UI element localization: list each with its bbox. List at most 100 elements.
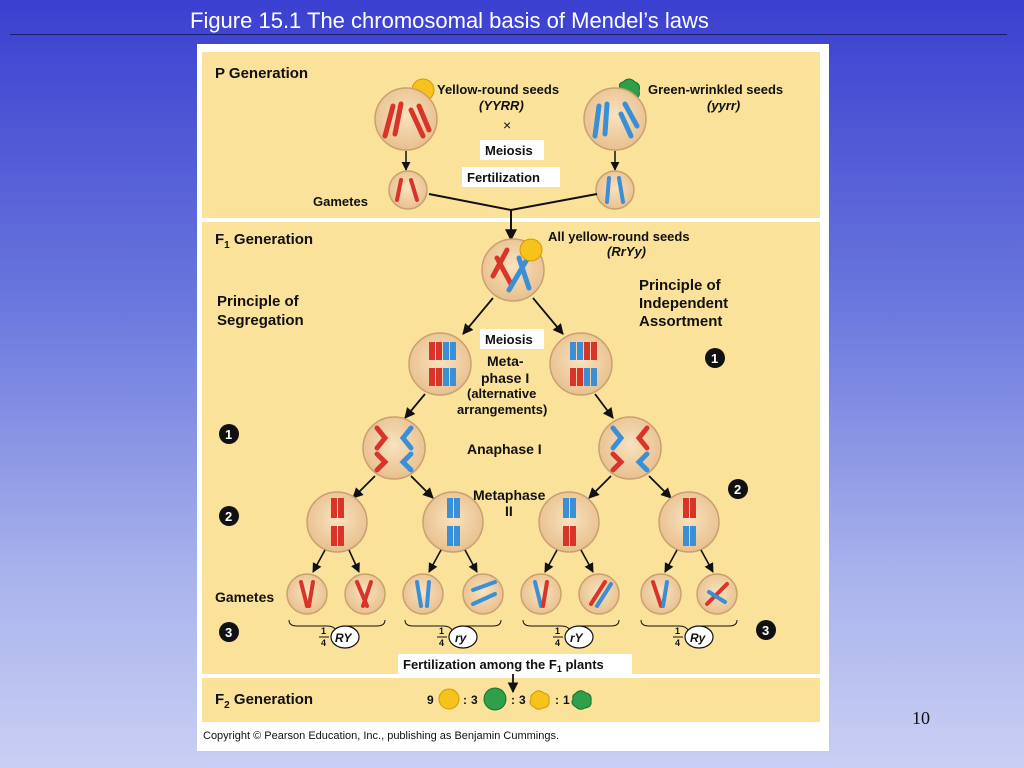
cross-symbol: × bbox=[503, 117, 511, 133]
f1-generation-heading: F1 Generation bbox=[215, 231, 313, 251]
metaphase1-line2: phase I bbox=[481, 370, 529, 386]
anaphase1-cell-left bbox=[362, 416, 426, 480]
metaphase1-line1: Meta- bbox=[487, 353, 524, 369]
f2-green-wrinkled-icon bbox=[571, 690, 592, 710]
f1-cell bbox=[481, 238, 545, 302]
svg-text:1: 1 bbox=[321, 626, 326, 636]
metaphase1-cell-right bbox=[549, 332, 613, 396]
arrow-f1-left bbox=[462, 297, 494, 335]
svg-text::: : bbox=[463, 693, 467, 707]
metaphase1-line4: arrangements) bbox=[457, 402, 547, 417]
gamete-fraction-Ry: 1 4 Ry bbox=[673, 625, 714, 649]
arrow-m2-3a bbox=[544, 549, 558, 573]
f2-ratio: 9 : 3 : 3 : 1 bbox=[427, 687, 592, 711]
copyright-notice: Copyright © Pearson Education, Inc., pub… bbox=[203, 730, 560, 742]
gamete-fraction-RY: 1 4 RY bbox=[319, 625, 360, 649]
arrow-m2-3b bbox=[580, 549, 594, 573]
arrow-m2-1a bbox=[312, 549, 326, 573]
gamete-fraction-ry: 1 4 ry bbox=[437, 625, 478, 649]
figure-diagram: P Generation Yellow-round seeds (YYRR) G… bbox=[215, 65, 783, 711]
arrow-m2-1b bbox=[348, 549, 360, 573]
gametes-label-f1: Gametes bbox=[215, 589, 274, 605]
svg-text:RY: RY bbox=[335, 631, 352, 645]
fertilization-join-lines bbox=[428, 193, 598, 212]
f2-generation-heading: F2 Generation bbox=[215, 691, 313, 711]
figure-frame: P Generation Yellow-round seeds (YYRR) G… bbox=[197, 44, 829, 751]
p-generation-panel bbox=[202, 52, 820, 218]
gamete-f1-5 bbox=[520, 573, 562, 615]
slide-title: Figure 15.1 The chromosomal basis of Men… bbox=[190, 8, 709, 33]
svg-text:4: 4 bbox=[321, 638, 326, 648]
metaphase2-cell-1 bbox=[306, 491, 368, 553]
anaphase1-label: Anaphase I bbox=[467, 441, 542, 457]
arrow-ana1-lr bbox=[410, 475, 434, 499]
svg-text:9: 9 bbox=[427, 693, 434, 707]
step-badge-2-right-text: 2 bbox=[734, 482, 741, 497]
arrow-meta1-left bbox=[404, 393, 426, 419]
gamete-f1-2 bbox=[344, 573, 386, 615]
step-badge-3-right-text: 3 bbox=[762, 623, 769, 638]
fertilization-box-f1 bbox=[398, 654, 632, 674]
svg-text:4: 4 bbox=[439, 638, 444, 648]
independent-line3: Assortment bbox=[639, 313, 722, 330]
step-badge-2-right bbox=[728, 479, 748, 499]
arrow-ana1-rl bbox=[588, 475, 612, 499]
f2-yellow-round-icon bbox=[438, 688, 460, 710]
gametes-label-p: Gametes bbox=[313, 194, 368, 209]
svg-text:1: 1 bbox=[563, 693, 570, 707]
svg-text:1: 1 bbox=[675, 626, 680, 636]
arrow-m2-2b bbox=[464, 549, 478, 573]
independent-line1: Principle of bbox=[639, 277, 722, 294]
svg-text:1: 1 bbox=[439, 626, 444, 636]
gamete-f1-1 bbox=[286, 573, 328, 615]
step-badge-1-left bbox=[219, 424, 239, 444]
arrow-ana1-rr bbox=[648, 475, 672, 499]
fertilization-label-f1: Fertilization among the F1 plants bbox=[403, 657, 604, 674]
gamete-p-left bbox=[388, 170, 428, 210]
metaphase2-cell-2 bbox=[422, 491, 484, 553]
fertilization-box-p bbox=[462, 167, 560, 187]
svg-text:4: 4 bbox=[555, 638, 560, 648]
arrow-m2-2a bbox=[428, 549, 442, 573]
gamete-p-right bbox=[595, 170, 635, 210]
arrow-ana1-ll bbox=[352, 475, 376, 499]
f2-yellow-wrinkled-icon bbox=[529, 690, 550, 710]
step-badge-2-left bbox=[219, 506, 239, 526]
arrow-m2-4a bbox=[664, 549, 678, 573]
arrow-f1-right bbox=[532, 297, 564, 335]
step-badge-2-left-text: 2 bbox=[225, 509, 232, 524]
svg-text:Ry: Ry bbox=[690, 631, 707, 645]
parent-cell-yellow-round bbox=[374, 87, 438, 151]
gamete-f1-6 bbox=[578, 573, 620, 615]
meiosis-label-p: Meiosis bbox=[485, 143, 533, 158]
page-number: 10 bbox=[912, 708, 930, 728]
meiosis-box-p bbox=[480, 140, 544, 160]
svg-text:ry: ry bbox=[455, 631, 468, 645]
gamete-f1-7 bbox=[640, 573, 682, 615]
meiosis-box-f1 bbox=[480, 329, 544, 349]
svg-text:rY: rY bbox=[570, 631, 584, 645]
fertilization-label-p: Fertilization bbox=[467, 170, 540, 185]
svg-text::: : bbox=[555, 693, 559, 707]
step-badge-1-left-text: 1 bbox=[225, 427, 232, 442]
f1-seeds-genotype: (RrYy) bbox=[607, 244, 646, 259]
step-badge-1-right bbox=[705, 348, 725, 368]
step-badge-3-left bbox=[219, 622, 239, 642]
svg-text:3: 3 bbox=[471, 693, 478, 707]
metaphase1-line3: (alternative bbox=[467, 386, 536, 401]
parent-right-label: Green-wrinkled seeds bbox=[648, 82, 783, 97]
p-generation-heading: P Generation bbox=[215, 65, 308, 82]
arrow-m2-4b bbox=[700, 549, 714, 573]
anaphase1-cell-right bbox=[598, 416, 662, 480]
segregation-line2: Segregation bbox=[217, 312, 304, 329]
gamete-f1-3 bbox=[402, 573, 444, 615]
metaphase1-cell-left bbox=[408, 332, 472, 396]
f1-yellow-seed-icon bbox=[519, 238, 543, 262]
step-badge-3-right bbox=[756, 620, 776, 640]
segregation-line1: Principle of bbox=[217, 293, 300, 310]
parent-left-label: Yellow-round seeds bbox=[437, 82, 559, 97]
f2-green-round-icon bbox=[483, 687, 507, 711]
svg-text:3: 3 bbox=[519, 693, 526, 707]
gamete-fraction-rY: 1 4 rY bbox=[553, 625, 594, 649]
parent-left-genotype: (YYRR) bbox=[479, 98, 524, 113]
